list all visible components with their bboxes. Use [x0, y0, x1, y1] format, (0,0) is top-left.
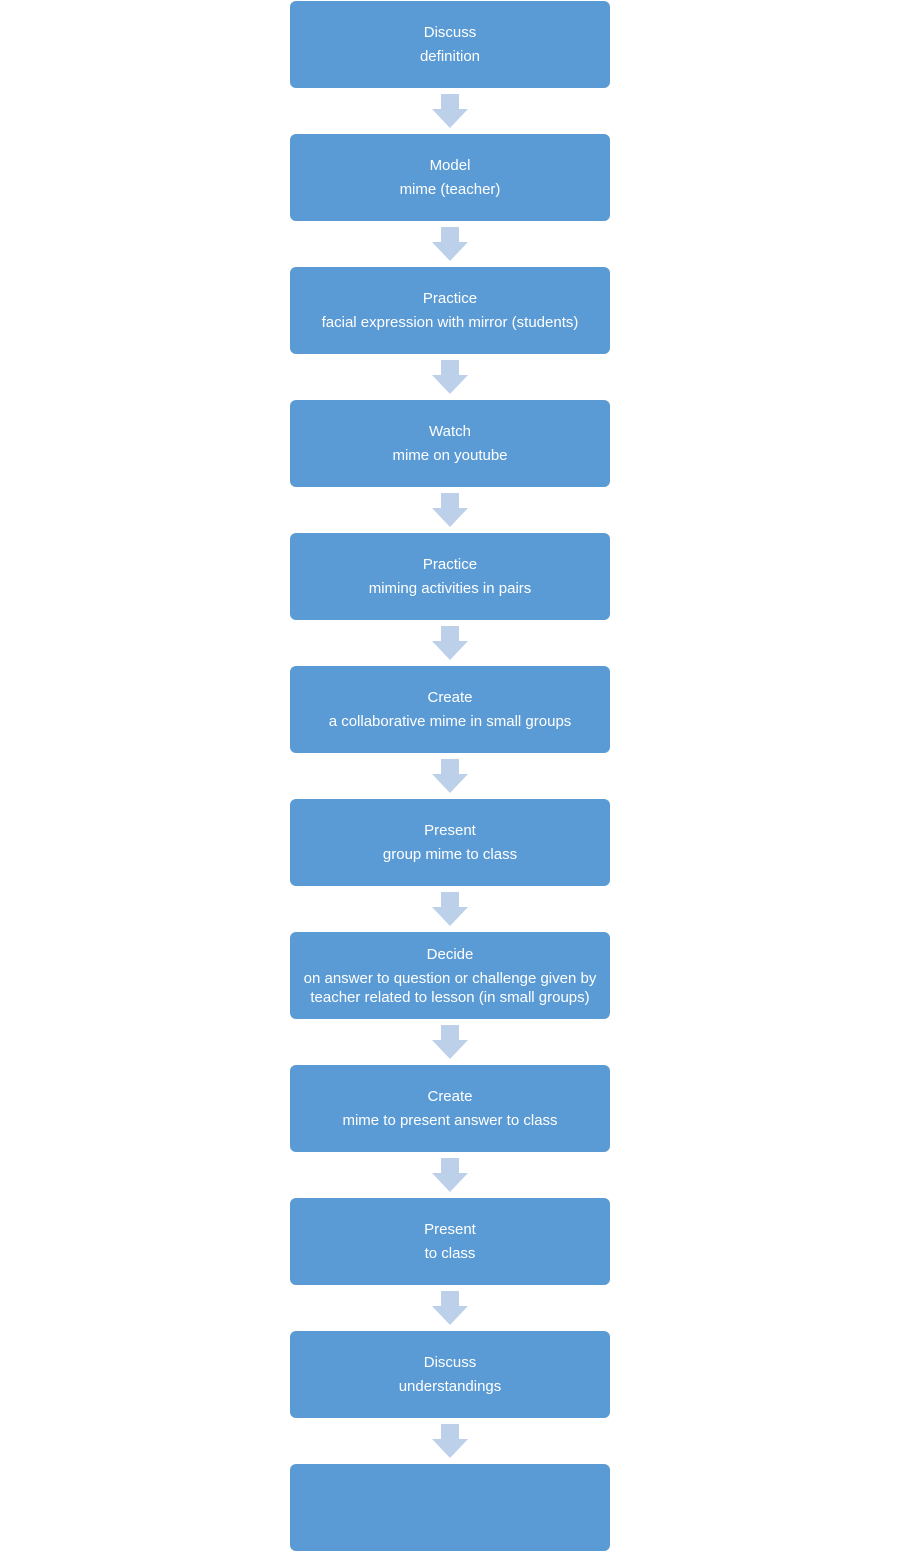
step-box-practice-miming-pairs: Practice miming activities in pairs — [290, 533, 610, 620]
down-arrow-icon — [432, 759, 468, 793]
down-arrow-icon — [432, 227, 468, 261]
step-detail: mime (teacher) — [399, 181, 501, 198]
step-heading: Practice — [422, 556, 478, 573]
step-detail: understandings — [398, 1378, 502, 1395]
step-detail: group mime to class — [382, 846, 518, 863]
down-arrow-icon — [432, 360, 468, 394]
step-heading: Discuss — [423, 24, 477, 41]
step-detail: a collaborative mime in small groups — [328, 713, 572, 730]
step-box-discuss-definition: Discuss definition — [290, 1, 610, 88]
down-arrow-icon — [432, 1025, 468, 1059]
step-box-create-collaborative-mime: Create a collaborative mime in small gro… — [290, 666, 610, 753]
step-box-decide-answer: Decide on answer to question or challeng… — [290, 932, 610, 1019]
step-detail: on answer to question or challenge given… — [303, 969, 597, 1006]
step-heading: Create — [427, 689, 473, 706]
down-arrow-icon — [432, 94, 468, 128]
down-arrow-icon — [432, 493, 468, 527]
step-heading: Present — [424, 822, 476, 839]
step-detail: to class — [424, 1245, 476, 1262]
step-heading: Discuss — [423, 1354, 477, 1371]
step-box-practice-facial-expression: Practice facial expression with mirror (… — [290, 267, 610, 354]
step-box-discuss-understandings: Discuss understandings — [290, 1331, 610, 1418]
step-heading: Decide — [426, 945, 474, 963]
step-detail: facial expression with mirror (students) — [321, 314, 579, 331]
step-box-empty — [290, 1464, 610, 1551]
down-arrow-icon — [432, 626, 468, 660]
down-arrow-icon — [432, 892, 468, 926]
step-box-watch-mime: Watch mime on youtube — [290, 400, 610, 487]
step-heading: Practice — [422, 290, 478, 307]
step-box-present-group-mime: Present group mime to class — [290, 799, 610, 886]
step-box-create-answer-mime: Create mime to present answer to class — [290, 1065, 610, 1152]
step-heading: Watch — [429, 423, 471, 440]
step-detail: mime on youtube — [392, 447, 508, 464]
step-heading: Model — [429, 157, 471, 174]
down-arrow-icon — [432, 1291, 468, 1325]
down-arrow-icon — [432, 1424, 468, 1458]
step-detail: mime to present answer to class — [342, 1112, 558, 1129]
step-heading: Present — [424, 1221, 476, 1238]
step-box-model-mime: Model mime (teacher) — [290, 134, 610, 221]
down-arrow-icon — [432, 1158, 468, 1192]
step-detail: miming activities in pairs — [368, 580, 532, 597]
step-heading: Create — [427, 1088, 473, 1105]
step-detail: definition — [419, 48, 481, 65]
step-box-present-to-class: Present to class — [290, 1198, 610, 1285]
